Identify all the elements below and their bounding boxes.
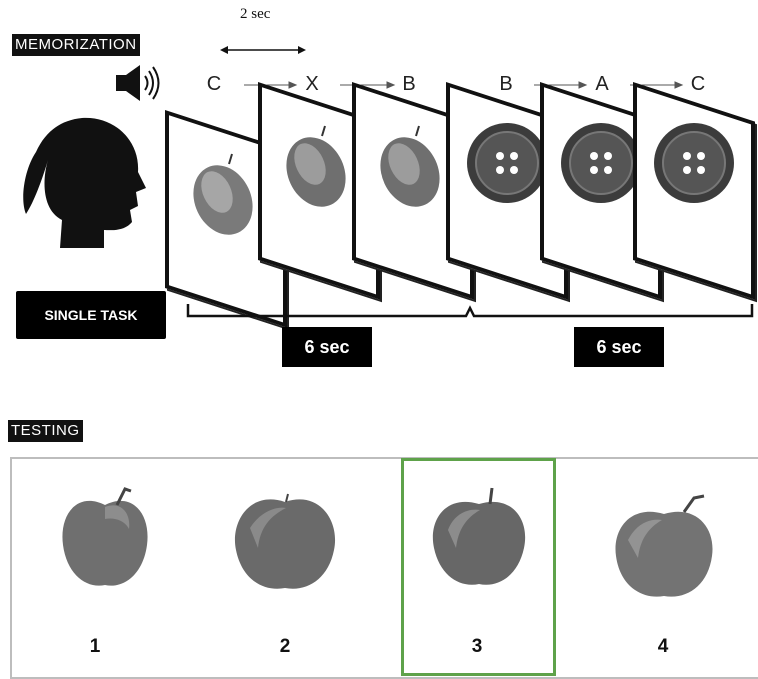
option-number-3: 3 [462, 636, 492, 658]
frame-6 [633, 82, 755, 260]
option-number-4: 4 [648, 636, 678, 658]
option-number-2: 2 [270, 636, 300, 658]
apple-option-2-image[interactable] [230, 488, 340, 594]
apple-image [185, 152, 265, 242]
duration-brackets [0, 290, 758, 330]
apple-option-3-image[interactable] [424, 486, 534, 592]
apple-image [278, 124, 358, 214]
testing-label: TESTING [8, 420, 83, 442]
button-image [462, 118, 552, 208]
apple-option-1-image[interactable] [55, 485, 155, 595]
option-number-1: 1 [80, 636, 110, 658]
apple-image [372, 124, 452, 214]
duration-label-1: 6 sec [282, 327, 372, 367]
head-silhouette-icon [12, 110, 152, 250]
button-image [649, 118, 739, 208]
apple-option-4-image[interactable] [612, 494, 722, 604]
duration-label-2: 6 sec [574, 327, 664, 367]
